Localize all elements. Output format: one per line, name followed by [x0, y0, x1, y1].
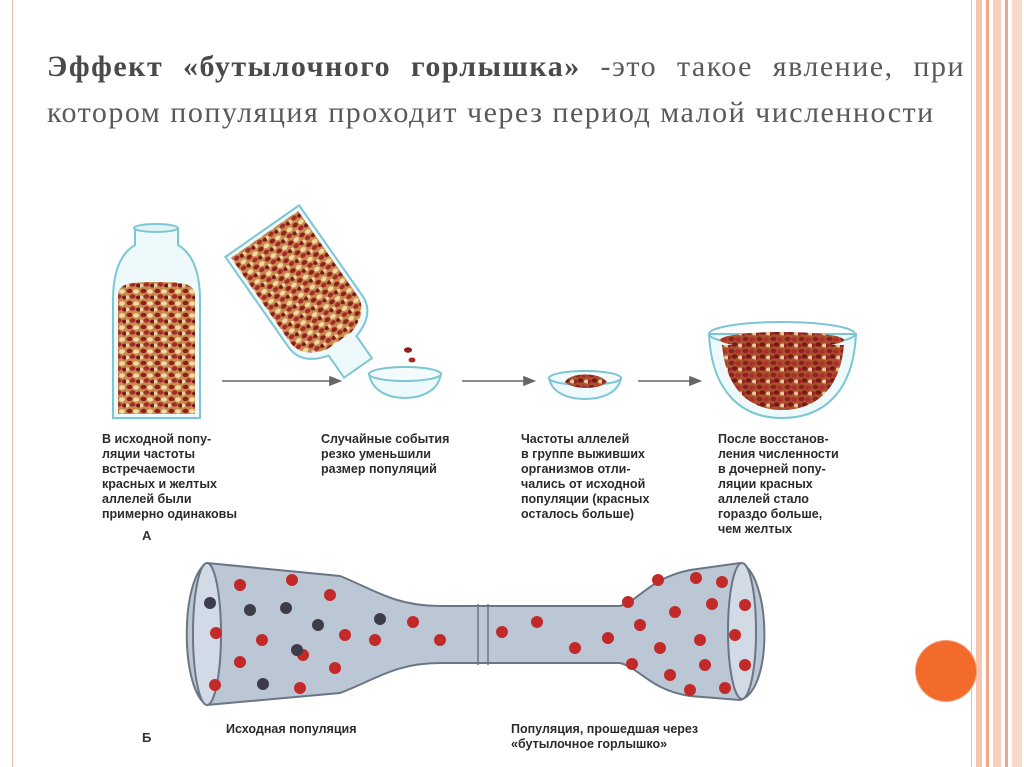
bottleneck-tube [185, 561, 766, 707]
caption-a2: Случайные события резко уменьшили размер… [321, 432, 450, 476]
decorative-circle [916, 641, 976, 701]
dish-small-1 [367, 366, 443, 400]
bottle-pouring [223, 203, 374, 380]
title-bold: Эффект «бутылочного горлышка» [47, 50, 581, 83]
caption-a3: Частоты аллелей в группе выживших органи… [521, 432, 650, 521]
arrows [222, 375, 703, 387]
caption-b1: Исходная популяция [226, 722, 357, 736]
diagram-label-b: Б [142, 730, 152, 745]
caption-a4: После восстанов- ления численности в доч… [718, 432, 839, 536]
caption-a1: В исходной попу- ляции частоты встречаем… [102, 432, 238, 521]
beetles-original [204, 574, 446, 694]
slide-title: Эффект «бутылочного горлышка» -это такое… [47, 44, 965, 136]
dish-small-2 [547, 370, 623, 401]
bowl-large [707, 321, 858, 420]
title-rest: -это такое явление, при котором популяци… [47, 50, 965, 129]
diagram-label-a: А [142, 528, 152, 543]
slide-frame [12, 0, 972, 767]
decorative-stripes [976, 0, 1022, 767]
bottle-original [112, 223, 201, 419]
beetles-after [496, 572, 751, 696]
caption-b2: Популяция, прошедшая через «бутылочное г… [511, 722, 699, 751]
